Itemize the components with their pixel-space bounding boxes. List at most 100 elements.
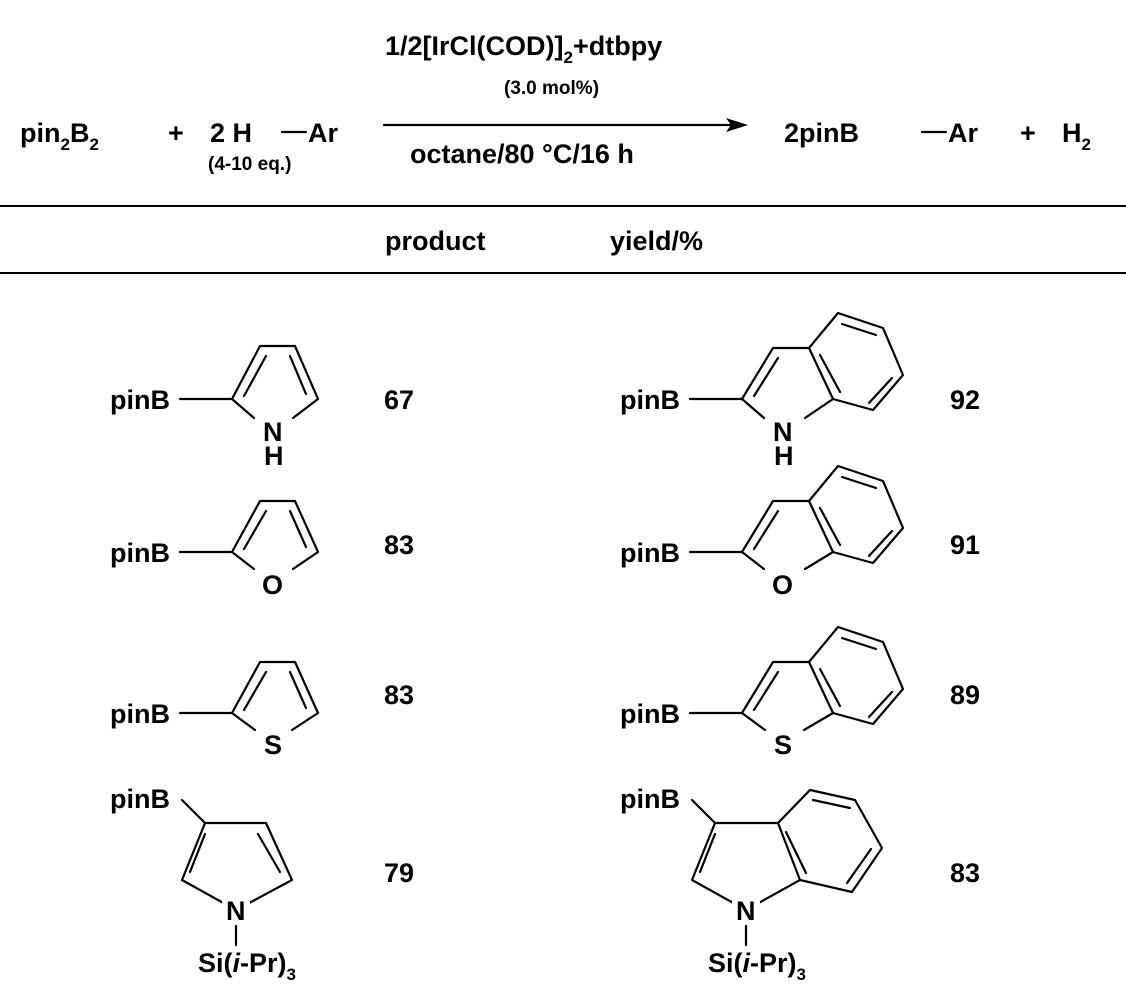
- plus-sign-2: +: [1020, 118, 1036, 148]
- yield-value: 89: [950, 680, 980, 710]
- ring-double-bond: [288, 509, 308, 549]
- ring-bonds: [180, 821, 294, 912]
- product-label: 2pinB: [784, 118, 859, 148]
- ring-bond: [291, 397, 320, 420]
- heteroatom: N: [263, 417, 283, 447]
- boron-bond: [180, 798, 207, 825]
- benzene-double-bond: [867, 690, 894, 719]
- catalyst-loading: (3.0 mol%): [504, 78, 599, 99]
- ring-double-bond: [698, 832, 717, 874]
- arene-ar: Ar: [308, 118, 338, 148]
- benzene-double-bond: [818, 506, 842, 547]
- product-ar: Ar: [948, 118, 978, 148]
- benzene-double-bond: [840, 636, 878, 651]
- substituent-label: pinB: [620, 385, 680, 415]
- catalyst-label: 1/2[IrCl(COD)]2+dtbpy: [385, 31, 662, 67]
- benzene-double-bond: [811, 798, 852, 810]
- heteroatom: S: [264, 730, 282, 760]
- ring-bond: [803, 397, 835, 420]
- protecting-group: Si(i-Pr)3: [198, 948, 296, 984]
- heteroatom: O: [772, 570, 793, 600]
- product-tips-indole: pinB N Si(i-Pr)3 83: [620, 784, 980, 984]
- yield-value: 83: [384, 680, 414, 710]
- heteroatom-hydrogen: H: [774, 441, 794, 471]
- heteroatom: N: [226, 896, 246, 926]
- arene-reagent: 2 H: [210, 118, 252, 148]
- ring-bond: [290, 711, 320, 732]
- benzene-double-bond: [867, 529, 894, 558]
- yield-value: 67: [384, 385, 414, 415]
- pyrrole-ring-bonds: [690, 821, 802, 912]
- product-thiophene: pinB S 83: [110, 660, 414, 760]
- header-yield: yield/%: [610, 226, 703, 256]
- ring-bonds: [230, 660, 320, 715]
- ring-double-bond: [752, 509, 780, 551]
- ring-bond: [230, 397, 256, 420]
- heteroatom: N: [773, 417, 793, 447]
- header-product: product: [385, 226, 486, 256]
- ring-bond: [740, 397, 766, 420]
- ring-bond: [802, 711, 835, 732]
- benzene-double-bond: [867, 376, 894, 405]
- yield-value: 83: [384, 530, 414, 560]
- benzene-ring-bonds: [807, 625, 905, 726]
- yield-value: 79: [384, 858, 414, 888]
- ring-bond: [230, 550, 256, 571]
- heteroatom: O: [262, 570, 283, 600]
- benzene-double-bond: [840, 322, 878, 337]
- ring-double-bond: [752, 670, 780, 712]
- benzene-ring-bonds: [776, 788, 884, 894]
- boron-bond: [690, 798, 717, 825]
- ring-double-bond: [288, 354, 308, 396]
- reaction-equation: pin2B2 + 2 H Ar (4-10 eq.) 1/2[IrCl(COD)…: [20, 31, 1091, 175]
- substituent-label: pinB: [110, 538, 170, 568]
- yield-value: 92: [950, 385, 980, 415]
- n-label-mask: [732, 896, 760, 926]
- ring-bonds: [230, 344, 320, 401]
- ring-double-bond: [242, 354, 268, 398]
- product-pyrrole: pinB N H 67: [110, 344, 414, 471]
- benzene-double-bond: [840, 475, 878, 490]
- product-indole: pinB N H 92: [620, 311, 980, 471]
- ring-bond: [740, 711, 767, 732]
- ring-double-bond: [752, 356, 780, 398]
- hydrogen-byproduct: H2: [1062, 118, 1091, 154]
- benzene-ring-bonds: [807, 311, 905, 412]
- benzene-double-bond: [818, 353, 842, 394]
- ring-bond: [291, 550, 320, 571]
- ring-double-bond: [256, 832, 282, 874]
- benzene-ring-bonds: [807, 464, 905, 565]
- thiophene-ring-bonds: [740, 660, 835, 715]
- ring-bond: [803, 550, 835, 571]
- ring-bond: [230, 711, 257, 732]
- heteroatom: S: [774, 730, 792, 760]
- product-benzothiophene: pinB S 89: [620, 625, 980, 760]
- arene-equivalents: (4-10 eq.): [208, 154, 291, 175]
- substituent-label: pinB: [110, 699, 170, 729]
- heteroatom-hydrogen: H: [264, 441, 284, 471]
- ring-double-bond: [242, 670, 268, 712]
- ring-bond: [740, 550, 766, 571]
- substituent-label: pinB: [620, 538, 680, 568]
- substituent-label: pinB: [620, 784, 680, 814]
- ring-double-bond: [288, 670, 308, 710]
- plus-sign: +: [168, 118, 184, 148]
- n-label-mask: [222, 896, 250, 926]
- ring-double-bond: [242, 509, 268, 551]
- yield-value: 83: [950, 858, 980, 888]
- product-benzofuran: pinB O 91: [620, 464, 980, 600]
- yield-value: 91: [950, 530, 980, 560]
- substituent-label: pinB: [620, 699, 680, 729]
- furan-ring-bonds: [740, 499, 835, 554]
- product-furan: pinB O 83: [110, 499, 414, 600]
- ring-double-bond: [188, 832, 207, 874]
- pyrrole-ring-bonds: [740, 346, 835, 401]
- heteroatom: N: [736, 896, 756, 926]
- benzene-double-bond: [784, 830, 808, 875]
- benzene-double-bond: [845, 847, 873, 885]
- reaction-conditions: octane/80 °C/16 h: [410, 139, 634, 169]
- protecting-group: Si(i-Pr)3: [708, 948, 806, 984]
- reaction-arrow-head: [726, 118, 748, 132]
- substituent-label: pinB: [110, 784, 170, 814]
